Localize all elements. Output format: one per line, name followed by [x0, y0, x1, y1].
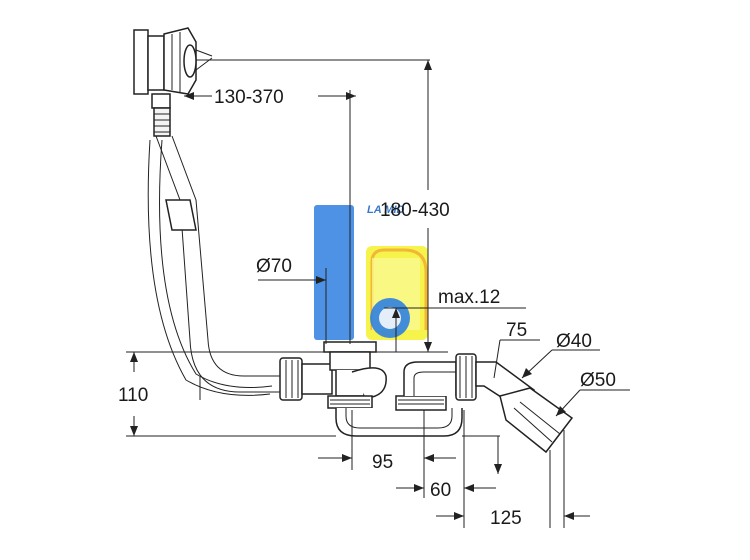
- dim-drain-diameter: Ø70: [256, 256, 292, 277]
- dim-trap-height: 110: [118, 385, 148, 406]
- dim-trap-offset: 95: [372, 452, 393, 473]
- dimension-lines: [126, 60, 630, 528]
- overflow-head: [133, 27, 430, 137]
- watermark-logo: LA MID: [314, 204, 428, 340]
- dim-outlet-reach: 125: [490, 508, 522, 529]
- drain-assembly: [279, 341, 574, 454]
- dim-outlet-offset: 60: [430, 480, 451, 501]
- dim-outlet-length: 75: [506, 320, 527, 341]
- overflow-tube: [147, 135, 280, 400]
- dim-overflow-height: 180-430: [380, 200, 450, 221]
- watermark-text: LA MID: [367, 204, 405, 216]
- dim-overflow-offset: 130-370: [214, 87, 284, 108]
- dim-outlet-diameter-small: Ø40: [556, 331, 592, 352]
- dim-max-tile-offset: max.12: [438, 287, 500, 308]
- dim-outlet-diameter-large: Ø50: [580, 370, 616, 391]
- watermark-blue-bar: [314, 205, 354, 340]
